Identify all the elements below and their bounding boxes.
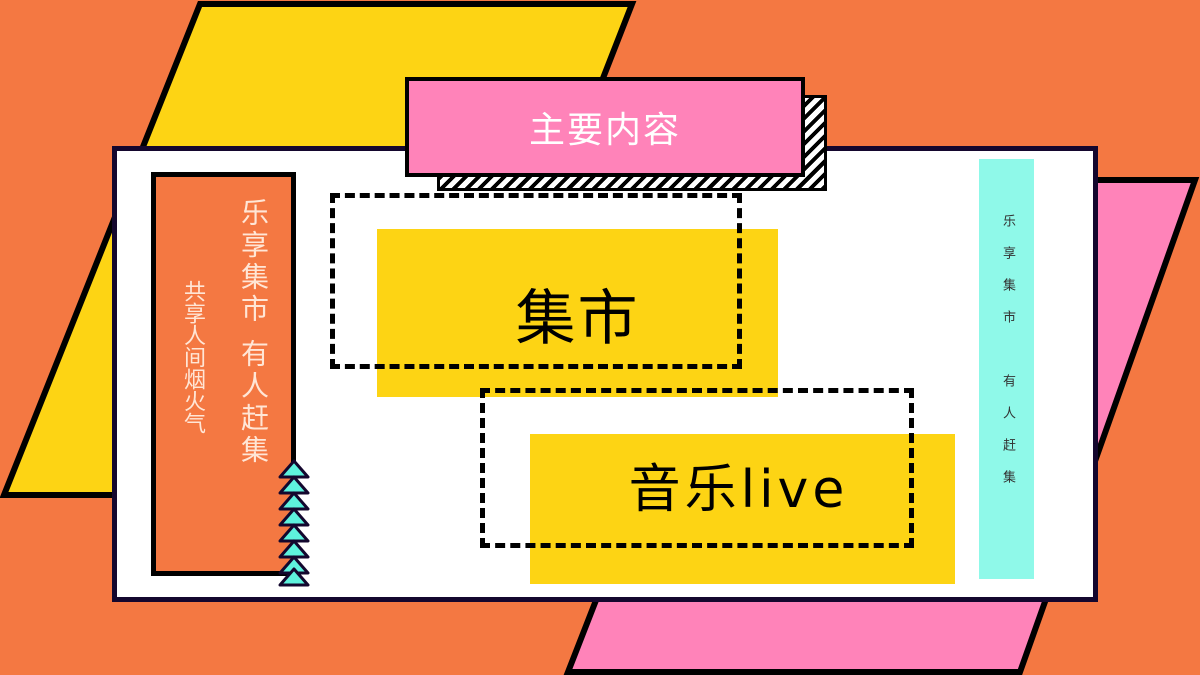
title-banner: 主要内容	[405, 77, 805, 177]
dashed-frame-2	[480, 388, 914, 548]
item-block-market: 集市	[377, 229, 778, 397]
triangle-stack-icon	[278, 459, 310, 587]
left-main-vertical-text: 乐享集市 有人赶集	[237, 198, 270, 467]
page-title: 主要内容	[528, 110, 681, 151]
left-sub-vertical-text: 共享人间烟火气	[180, 280, 205, 434]
dashed-frame-1	[330, 193, 742, 369]
item-block-music-live: 音乐live	[530, 434, 955, 584]
right-cyan-strip	[979, 159, 1034, 579]
right-vertical-text: 乐享集市 有人赶集	[1000, 214, 1015, 502]
item-label: 音乐live	[628, 459, 849, 520]
item-label: 集市	[515, 283, 640, 354]
left-orange-panel	[151, 172, 296, 576]
